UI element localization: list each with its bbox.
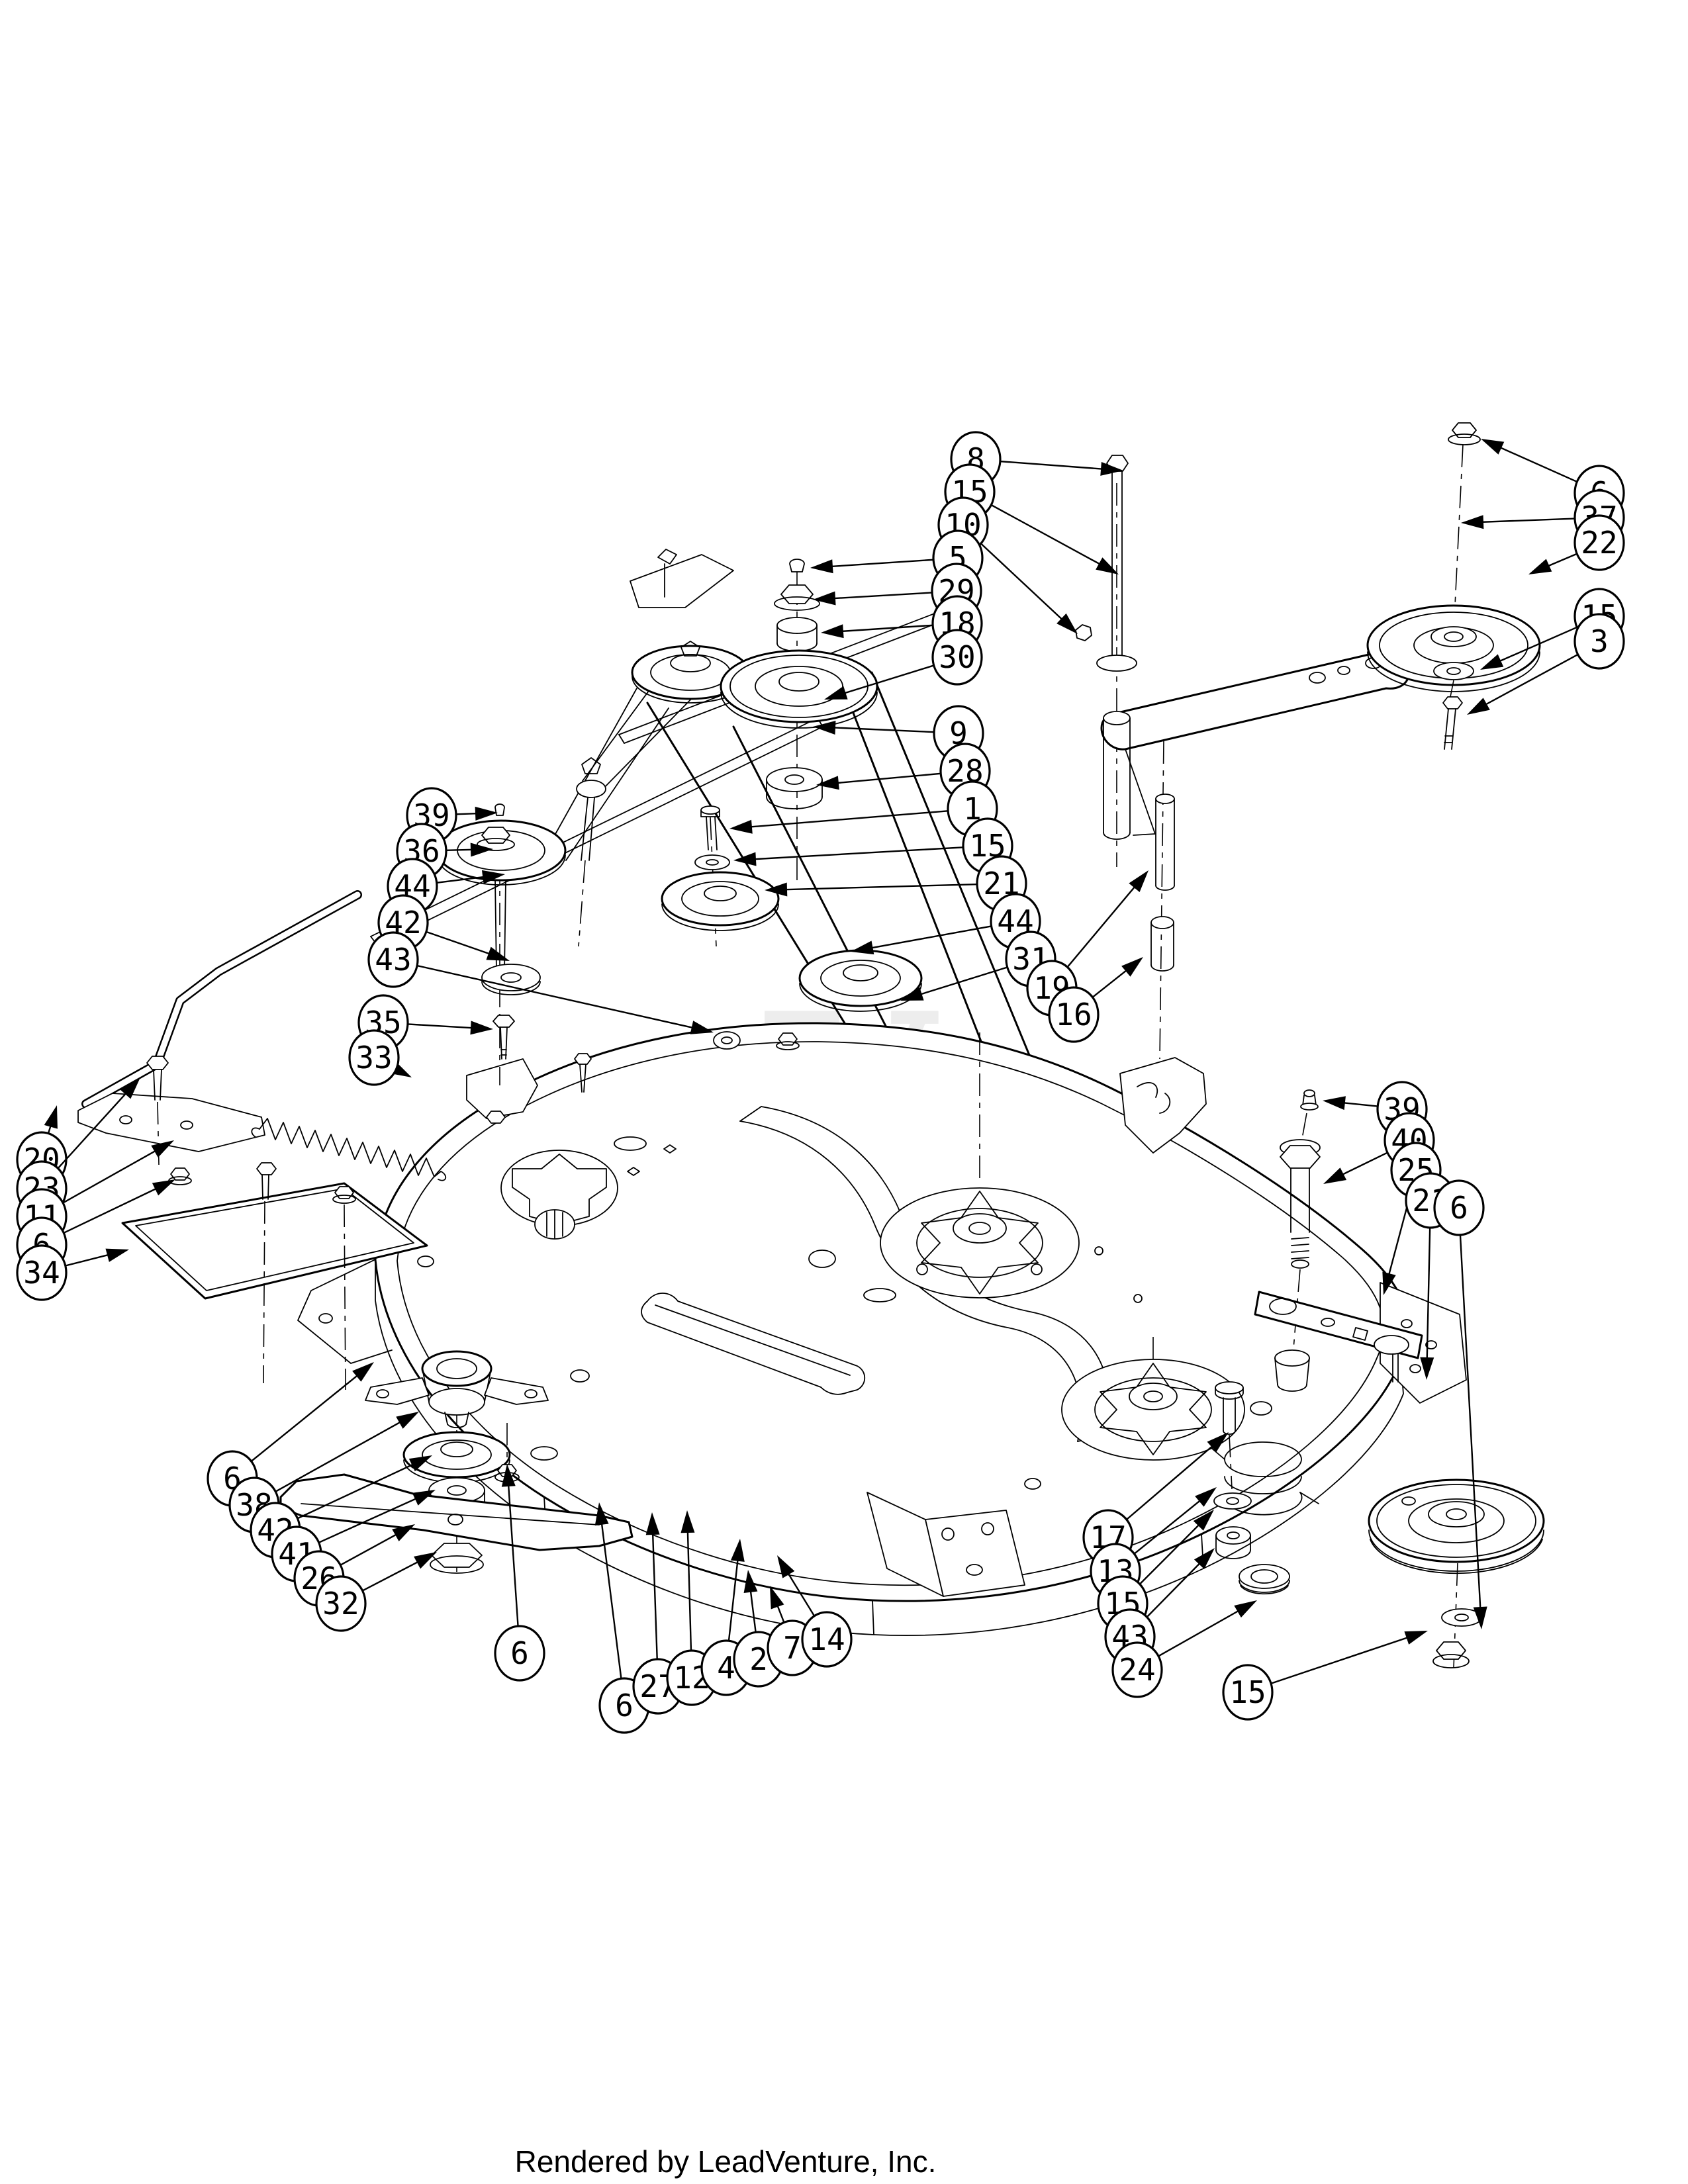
flange-nut-6: [1448, 422, 1481, 606]
svg-text:6: 6: [615, 1688, 633, 1723]
spacer-16: [1150, 916, 1174, 972]
left-deck-pulley-assembly: [436, 803, 567, 1085]
washer-15-right: [1433, 662, 1474, 701]
plate-nut-right: [332, 1186, 356, 1390]
callout-22[interactable]: 22: [1528, 514, 1625, 574]
callout-32[interactable]: 32: [315, 1552, 437, 1632]
svg-text:6: 6: [510, 1635, 529, 1671]
callout-30[interactable]: 30: [824, 629, 983, 700]
spacer-43-right: [1215, 1526, 1251, 1559]
washer-15-bottom: [1441, 1608, 1482, 1627]
shoulder-bolt-40: [1280, 1139, 1321, 1349]
flange-nut-bottom: [1432, 1641, 1470, 1668]
screw-5: [789, 559, 805, 572]
svg-text:33: 33: [355, 1040, 392, 1075]
grommet-43: [713, 1031, 741, 1050]
deck-shell: [297, 1022, 1467, 1637]
callout-6[interactable]: 6: [1433, 1179, 1487, 1629]
svg-text:24: 24: [1119, 1652, 1155, 1688]
callout-3[interactable]: 3: [1467, 613, 1625, 715]
flat-idler-pulley-30: [720, 649, 878, 729]
center-spindle-assembly: [880, 1032, 1080, 1298]
callout-12[interactable]: 12: [666, 1510, 718, 1706]
grease-fitting-39: [1300, 1089, 1319, 1111]
nut-29: [774, 584, 820, 611]
deck-screws: [486, 1053, 677, 1240]
svg-text:6: 6: [1450, 1190, 1468, 1226]
bell-crank-assembly: [1096, 422, 1541, 1060]
bolt-36: [477, 827, 515, 851]
lift-rod-assembly: [77, 890, 677, 1390]
callout-layer: 8151052918309281152144311916637221533936…: [16, 431, 1625, 1734]
bell-crank-arm-37: [1100, 648, 1413, 840]
svg-text:30: 30: [939, 639, 975, 675]
svg-text:15: 15: [1229, 1674, 1266, 1710]
callout-14[interactable]: 14: [777, 1555, 853, 1668]
svg-text:34: 34: [23, 1255, 60, 1291]
spindle-housing-38: [365, 1350, 549, 1429]
washer-under-bolt-8: [1096, 655, 1137, 672]
washer-42: [481, 964, 541, 995]
callout-15[interactable]: 15: [733, 817, 1013, 874]
bolt-35: [492, 1015, 515, 1060]
svg-text:22: 22: [1581, 525, 1617, 561]
svg-text:7: 7: [783, 1630, 802, 1666]
flat-idler-assembly: [720, 559, 1092, 880]
callout-33[interactable]: 33: [348, 1029, 412, 1086]
spacer-28: [766, 767, 823, 809]
washer-13: [1213, 1492, 1252, 1510]
svg-text:43: 43: [375, 942, 411, 978]
screw-39: [494, 803, 505, 816]
clip-10: [1075, 624, 1092, 641]
svg-text:16: 16: [1055, 997, 1092, 1032]
front-bracket-20: [77, 1093, 265, 1152]
bolt-3: [1442, 696, 1463, 750]
spacer-18: [776, 617, 818, 652]
washer-15: [694, 854, 730, 870]
pulley-21-large: [1368, 1479, 1545, 1574]
blade-26: [279, 1473, 633, 1551]
access-plate-34: [121, 1162, 428, 1390]
bolt-1: [700, 805, 720, 850]
svg-text:14: 14: [808, 1621, 845, 1657]
lower-spindle-assembly: [1061, 1337, 1245, 1461]
pin-17: [1215, 1381, 1244, 1490]
svg-text:3: 3: [1590, 623, 1609, 659]
callout-34[interactable]: 34: [16, 1244, 129, 1301]
right-tension-assembly: [1211, 1089, 1423, 1595]
callout-15[interactable]: 15: [1222, 1631, 1428, 1721]
plate-bolt: [256, 1162, 277, 1384]
svg-text:4: 4: [717, 1650, 735, 1686]
right-lower-pulley-assembly: [1368, 1479, 1545, 1668]
callout-6[interactable]: 6: [494, 1464, 545, 1682]
small-washer: [530, 1446, 558, 1461]
flange-nut: [776, 1032, 800, 1050]
bushing-24: [1239, 1564, 1290, 1595]
blade-spindle-assembly: [279, 1350, 633, 1574]
rendered-by-caption: Rendered by LeadVenture, Inc.: [515, 2144, 937, 2179]
extension-spring-11: [251, 1118, 447, 1181]
spacer-19: [1155, 741, 1175, 1060]
svg-text:2: 2: [749, 1641, 768, 1677]
callout-24[interactable]: 24: [1111, 1600, 1257, 1698]
callout-1[interactable]: 1: [729, 780, 998, 837]
pulley-21: [661, 871, 780, 931]
callout-43[interactable]: 43: [367, 931, 714, 1034]
svg-text:32: 32: [322, 1586, 359, 1621]
blade-nut-32: [430, 1543, 484, 1574]
callout-16[interactable]: 16: [1048, 957, 1143, 1043]
idler-bracket-25: [1254, 1291, 1423, 1392]
